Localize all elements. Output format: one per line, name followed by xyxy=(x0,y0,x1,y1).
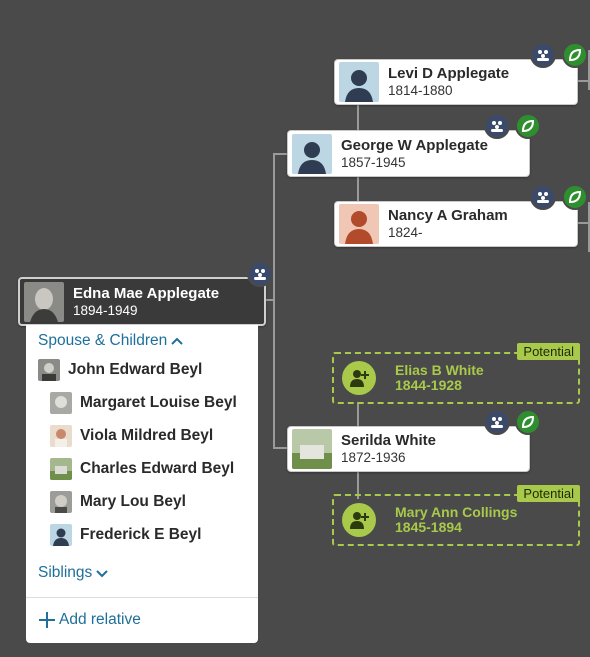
person-name: Nancy A Graham xyxy=(388,207,508,224)
leaf-hint-icon[interactable] xyxy=(562,42,588,68)
add-person-icon xyxy=(342,503,376,537)
person-dates: 1814-1880 xyxy=(388,83,453,98)
person-name: Levi D Applegate xyxy=(388,65,510,82)
male-silhouette-avatar xyxy=(50,524,72,546)
child-item[interactable]: Charles Edward Beyl xyxy=(50,458,234,480)
child-item[interactable]: Mary Lou Beyl xyxy=(50,491,186,513)
connector xyxy=(578,222,590,224)
family-group-icon[interactable] xyxy=(247,261,273,287)
person-name: Serilda White xyxy=(341,432,437,449)
person-dates: 1894-1949 xyxy=(73,302,138,318)
chevron-down-icon xyxy=(96,570,108,578)
relatives-panel: Spouse & Children John Edward Beyl Marga… xyxy=(26,325,258,643)
family-group-icon[interactable] xyxy=(484,409,510,435)
leaf-hint-icon[interactable] xyxy=(515,113,541,139)
leaf-hint-icon[interactable] xyxy=(515,409,541,435)
family-group-icon[interactable] xyxy=(530,184,556,210)
person-dates: 1824- xyxy=(388,225,423,240)
person-name: Mary Ann Collings xyxy=(395,504,518,520)
person-dates: 1844-1928 xyxy=(395,377,462,393)
spouse-item[interactable]: John Edward Beyl xyxy=(38,359,202,381)
spouse-children-toggle[interactable]: Spouse & Children xyxy=(38,332,184,350)
potential-person-maryann[interactable]: Potential Mary Ann Collings 1845-1894 xyxy=(332,485,580,546)
male-silhouette-avatar xyxy=(339,62,379,102)
family-group-icon[interactable] xyxy=(530,42,556,68)
person-photo xyxy=(50,425,72,447)
person-name: Edna Mae Applegate xyxy=(73,284,220,302)
chevron-up-icon xyxy=(171,337,183,345)
person-dates: 1872-1936 xyxy=(341,450,406,465)
family-group-icon[interactable] xyxy=(484,113,510,139)
person-photo xyxy=(50,392,72,414)
gravestone-photo xyxy=(50,458,72,480)
section-label: Spouse & Children xyxy=(38,332,168,349)
relative-name: Margaret Louise Beyl xyxy=(80,394,237,411)
focus-person-card[interactable]: Edna Mae Applegate 1894-1949 xyxy=(18,277,266,326)
child-item[interactable]: Viola Mildred Beyl xyxy=(50,425,213,447)
relative-name: John Edward Beyl xyxy=(68,361,203,378)
add-person-icon xyxy=(342,361,376,395)
person-photo xyxy=(24,281,64,322)
divider xyxy=(26,597,258,598)
male-silhouette-avatar xyxy=(292,133,332,174)
potential-person-elias[interactable]: Potential Elias B White 1844-1928 xyxy=(332,343,580,404)
person-dates: 1857-1945 xyxy=(341,154,406,170)
person-photo xyxy=(50,491,72,513)
add-relative-button[interactable]: Add relative xyxy=(38,611,141,629)
relative-name: Charles Edward Beyl xyxy=(80,460,235,477)
connector xyxy=(357,471,359,499)
person-name: George W Applegate xyxy=(341,136,488,154)
gravestone-photo xyxy=(292,429,332,469)
plus-icon xyxy=(39,612,55,628)
add-relative-label: Add relative xyxy=(59,611,141,628)
connector xyxy=(357,402,359,430)
relative-name: Viola Mildred Beyl xyxy=(80,427,214,444)
connector xyxy=(588,50,590,90)
leaf-hint-icon[interactable] xyxy=(562,184,588,210)
connector xyxy=(357,175,359,203)
section-label: Siblings xyxy=(38,564,93,581)
connector xyxy=(273,153,289,155)
person-card-george[interactable]: George W Applegate 1857-1945 xyxy=(287,130,530,177)
connector xyxy=(588,202,590,252)
connector xyxy=(273,447,289,449)
female-silhouette-avatar xyxy=(339,204,379,244)
child-item[interactable]: Margaret Louise Beyl xyxy=(50,392,237,414)
potential-tag: Potential xyxy=(517,343,580,360)
connector xyxy=(273,153,275,449)
connector xyxy=(578,80,590,82)
relative-name: Frederick E Beyl xyxy=(80,526,202,543)
person-dates: 1845-1894 xyxy=(395,519,462,535)
relative-name: Mary Lou Beyl xyxy=(80,493,186,510)
person-card-serilda[interactable]: Serilda White 1872-1936 xyxy=(287,426,530,472)
person-photo xyxy=(38,359,60,381)
connector xyxy=(265,299,275,301)
person-name: Elias B White xyxy=(395,362,484,378)
child-item[interactable]: Frederick E Beyl xyxy=(50,524,201,546)
connector xyxy=(357,104,359,132)
siblings-toggle[interactable]: Siblings xyxy=(38,564,109,582)
potential-tag: Potential xyxy=(517,485,580,502)
